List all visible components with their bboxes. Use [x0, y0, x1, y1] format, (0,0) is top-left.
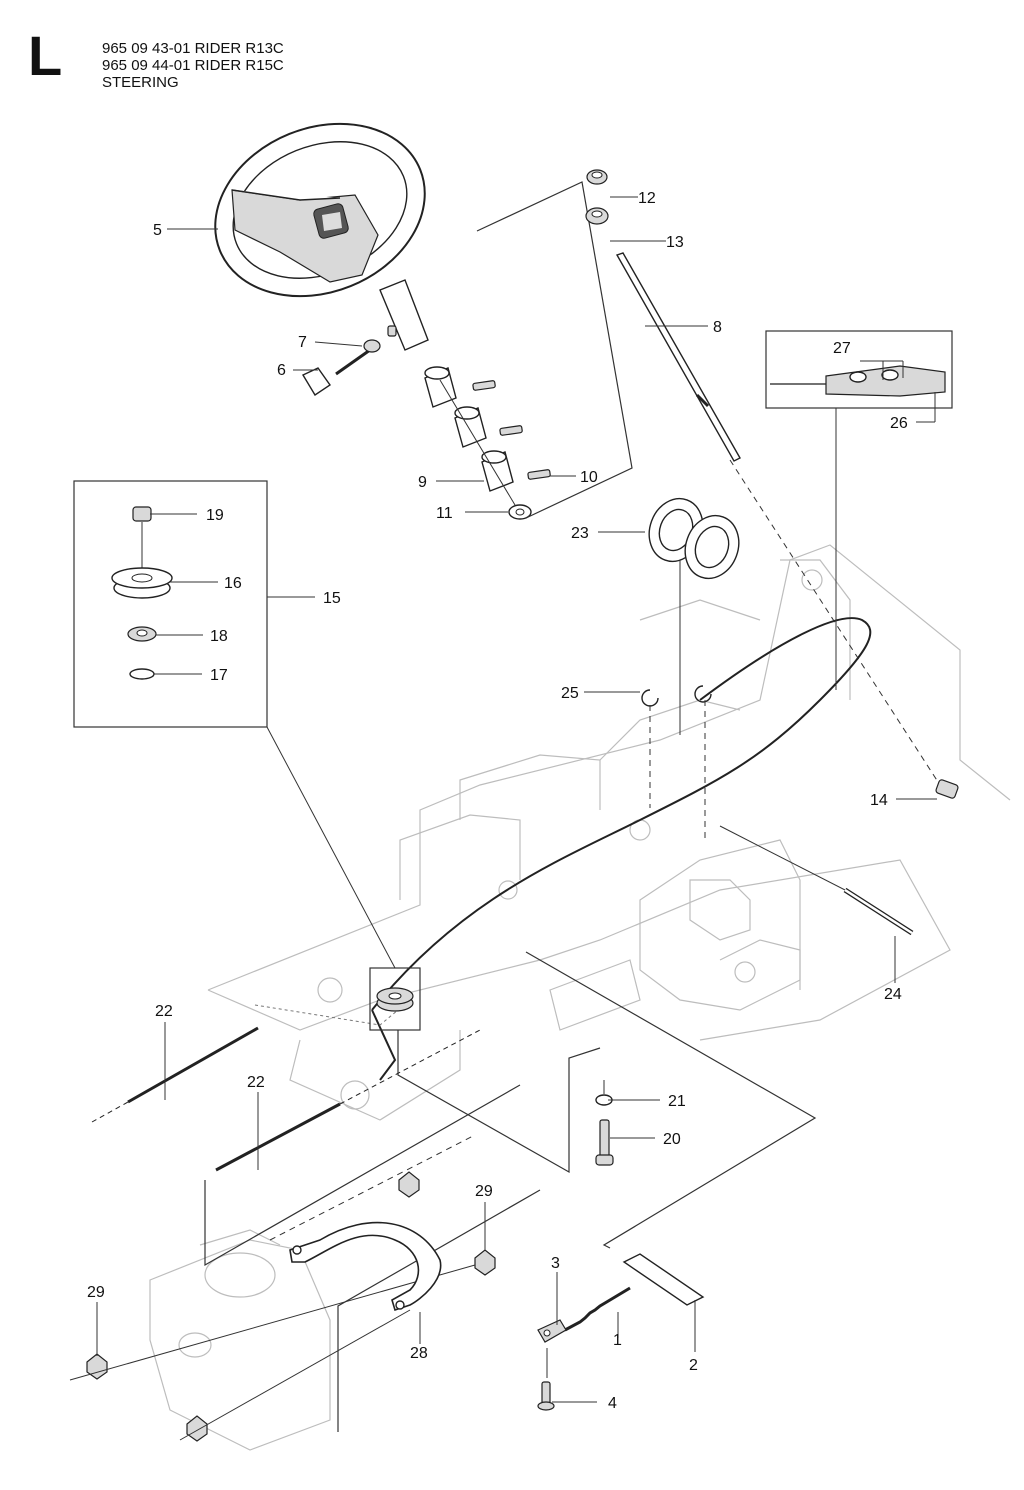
- bolt-4: [537, 1381, 555, 1411]
- header-title-block: 965 09 43-01 RIDER R13C 965 09 44-01 RID…: [102, 40, 284, 91]
- callout-28: 28: [410, 1345, 428, 1362]
- callout-labels: 1 2 3 4 5 6 7 8 9 10 11 12 13 14 15 16 1…: [87, 190, 908, 1412]
- section-letter: L: [28, 24, 63, 87]
- plate-2: [622, 1253, 705, 1306]
- chassis-ghost: [149, 544, 1011, 1451]
- callout-29-left: 29: [87, 1284, 105, 1301]
- bushing-12: [586, 169, 608, 185]
- callout-25: 25: [561, 685, 579, 702]
- shaft-8: [615, 252, 741, 462]
- callout-12: 12: [638, 190, 656, 207]
- steering-cable: [371, 617, 872, 1011]
- bracket-28: [289, 1221, 442, 1312]
- callout-22-upper: 22: [155, 1003, 173, 1020]
- group-frame-cable-chain: [765, 330, 953, 409]
- model-line-2: 965 09 44-01 RIDER R15C: [102, 57, 284, 74]
- nut-7: [363, 325, 397, 353]
- callout-6: 6: [277, 362, 286, 379]
- callout-15: 15: [323, 590, 341, 607]
- nut-29-upper: [69, 1134, 496, 1442]
- bolt-14: [729, 459, 959, 799]
- callout-20: 20: [663, 1131, 681, 1148]
- callout-5: 5: [153, 222, 162, 239]
- bolt-19: [132, 506, 152, 575]
- callout-7: 7: [298, 334, 307, 351]
- chain-detail-icon: [770, 365, 946, 397]
- callout-23: 23: [571, 525, 589, 542]
- washer-11: [508, 504, 532, 520]
- callout-26: 26: [890, 415, 908, 432]
- callout-22-lower: 22: [247, 1074, 265, 1091]
- callout-27: 27: [833, 340, 851, 357]
- group-frame-pulley-detail: [369, 967, 421, 1031]
- callout-2: 2: [689, 1357, 698, 1374]
- rod-24: [719, 825, 914, 936]
- callout-21: 21: [668, 1093, 686, 1110]
- callout-17: 17: [210, 667, 228, 684]
- pulley-16: [111, 567, 173, 599]
- leader-lines: [96, 196, 937, 1403]
- callout-19: 19: [206, 507, 224, 524]
- callout-16: 16: [224, 575, 242, 592]
- callout-29-right: 29: [475, 1183, 493, 1200]
- callout-11: 11: [436, 505, 453, 522]
- spring-1: [564, 1286, 631, 1332]
- bushing-13: [585, 207, 609, 225]
- cable-22-lower: [215, 1029, 481, 1172]
- callout-10: 10: [580, 469, 598, 486]
- spacer-stack-9: [424, 366, 516, 506]
- link-3: [537, 1319, 567, 1378]
- screw-6: [302, 348, 371, 396]
- callout-3: 3: [551, 1255, 560, 1272]
- washer-21: [595, 1080, 613, 1106]
- callout-4: 4: [608, 1395, 617, 1412]
- steering-wheel-icon: [214, 122, 429, 351]
- clips-25: [641, 685, 712, 840]
- pulleys-23: [648, 497, 740, 735]
- group-frame-bearing: [73, 480, 268, 728]
- callout-18: 18: [210, 628, 228, 645]
- callout-14: 14: [870, 792, 888, 809]
- group-frame-upper: [476, 181, 633, 519]
- callout-8: 8: [713, 319, 722, 336]
- circlip-17: [129, 668, 155, 680]
- callout-13: 13: [666, 234, 684, 251]
- callout-9: 9: [418, 474, 427, 491]
- group-frame-lower: [525, 951, 817, 1249]
- model-line-1: 965 09 43-01 RIDER R13C: [102, 40, 284, 57]
- frame-pulley-icon: [376, 987, 414, 1012]
- bolt-20: [595, 1119, 614, 1166]
- cable-22-upper: [91, 1026, 259, 1123]
- section-title: STEERING: [102, 74, 179, 91]
- callout-1: 1: [613, 1332, 622, 1349]
- callout-24: 24: [884, 986, 902, 1003]
- bearing-18: [127, 626, 157, 642]
- screws-10: [472, 380, 551, 480]
